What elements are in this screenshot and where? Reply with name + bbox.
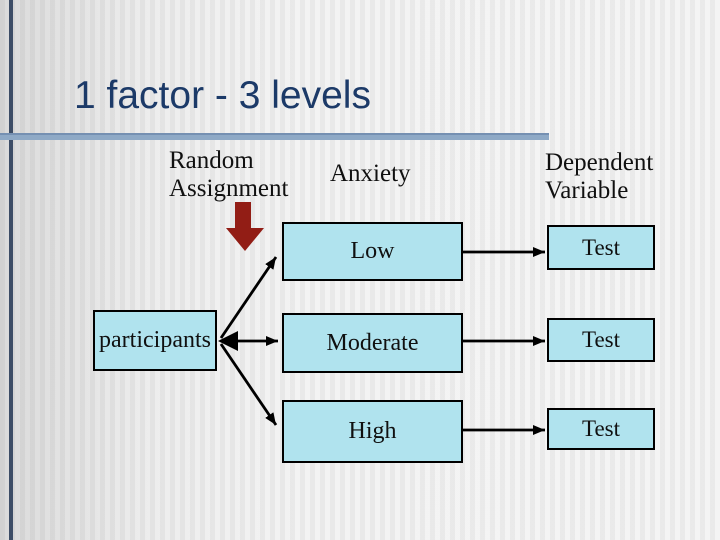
label-dependent-variable-line2: Variable (545, 177, 629, 204)
test-box-1: Test (547, 225, 655, 270)
title-underline (0, 133, 549, 140)
level-box-moderate-label: Moderate (326, 329, 419, 356)
test-box-1-label: Test (582, 234, 620, 260)
label-random-assignment-line2: Assignment (169, 175, 289, 202)
label-random-assignment-line1: Random (169, 147, 254, 174)
test-box-3-label: Test (582, 416, 620, 441)
level-box-moderate: Moderate (282, 313, 463, 373)
left-accent-bar (9, 0, 13, 540)
test-box-3: Test (547, 408, 655, 450)
arrow-participants-to-high-icon (219, 343, 278, 426)
label-dependent-variable-line1: Dependent (545, 149, 654, 176)
level-box-high: High (282, 400, 463, 463)
red-down-arrow-icon (226, 202, 264, 251)
test-box-2: Test (547, 318, 655, 362)
arrowhead-into-participants-icon (218, 331, 238, 351)
label-dependent-variable: Dependent Variable (545, 149, 653, 205)
level-box-high-label: High (348, 418, 397, 444)
page-title: 1 factor - 3 levels (74, 74, 371, 117)
participants-box: participants (93, 310, 217, 371)
participants-box-label: participants (99, 327, 211, 353)
label-anxiety: Anxiety (330, 160, 411, 187)
test-box-2-label: Test (582, 327, 620, 352)
label-random-assignment: Random Assignment (169, 147, 288, 203)
arrow-participants-to-low-icon (219, 256, 278, 339)
level-box-low: Low (282, 222, 463, 281)
level-box-low-label: Low (350, 238, 395, 264)
